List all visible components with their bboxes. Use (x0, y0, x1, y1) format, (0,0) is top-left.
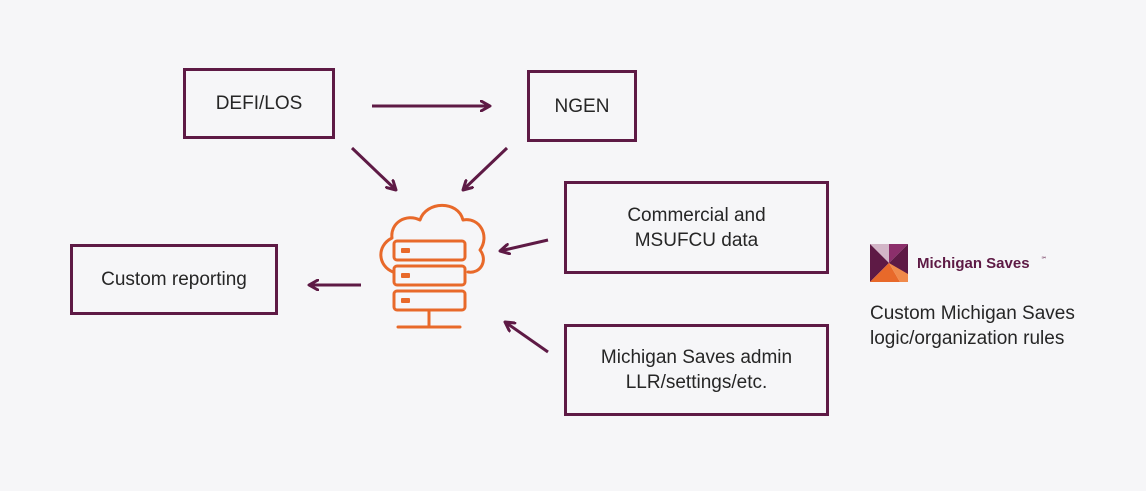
commercial-msufcu-box: Commercial and MSUFCU data (564, 181, 829, 274)
arrow-ngen-to-server (463, 146, 509, 190)
arrow-defi-to-server (350, 146, 396, 190)
ngen-box: NGEN (527, 70, 637, 142)
commercial-msufcu-label: Commercial and MSUFCU data (627, 204, 766, 251)
michigan-saves-admin-box: Michigan Saves admin LLR/settings/etc. (564, 324, 829, 416)
trademark-mark: ℠ (1041, 257, 1048, 263)
custom-reporting-box: Custom reporting (70, 244, 278, 315)
michigan-saves-logo-icon (870, 244, 908, 282)
arrow-commercial-to-server (500, 238, 549, 251)
custom-rules-text: Custom Michigan Saves logic/organization… (870, 303, 1075, 349)
custom-reporting-label: Custom reporting (101, 269, 247, 290)
michigan-saves-brand-name: Michigan Saves (917, 255, 1030, 272)
michigan-saves-brand: Michigan Saves ℠ (870, 244, 1110, 286)
defi-los-box: DEFI/LOS (183, 68, 335, 139)
michigan-saves-admin-label: Michigan Saves admin LLR/settings/etc. (600, 347, 793, 393)
arrow-admin-to-server (505, 322, 549, 354)
ngen-label: NGEN (554, 95, 610, 117)
defi-los-label: DEFI/LOS (215, 93, 303, 114)
